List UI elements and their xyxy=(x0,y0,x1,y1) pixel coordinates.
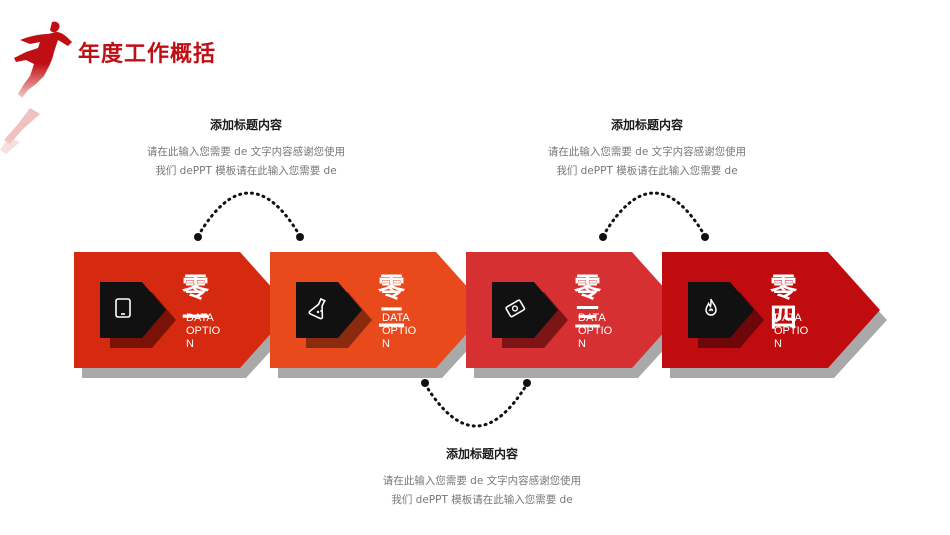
step-label: DATA OPTION xyxy=(578,312,613,350)
step-3: 零三 DATA OPTION xyxy=(466,252,691,378)
step-4: 零四 DATA OPTION xyxy=(662,252,887,378)
text-block-line: 请在此输入您需要 de 文字内容感谢您使用 xyxy=(382,475,582,487)
text-block-title: 添加标题内容 xyxy=(610,118,683,132)
icon-tab xyxy=(100,282,176,348)
text-block-line: 请在此输入您需要 de 文字内容感谢您使用 xyxy=(146,146,346,158)
step-number: 零一 xyxy=(182,273,209,334)
step-1: 零一 DATA OPTION xyxy=(74,252,299,378)
money-icon xyxy=(505,299,526,318)
text-block-title: 添加标题内容 xyxy=(445,447,518,461)
text-block-top-left: 添加标题内容 请在此输入您需要 de 文字内容感谢您使用 我们 dePPT 模板… xyxy=(116,116,376,181)
tablet-icon xyxy=(115,298,131,318)
step-number: 零二 xyxy=(378,273,405,334)
text-block-top-right: 添加标题内容 请在此输入您需要 de 文字内容感谢您使用 我们 dePPT 模板… xyxy=(517,116,777,181)
step-number: 零四 xyxy=(770,273,797,334)
text-block-line: 我们 dePPT 模板请在此输入您需要 de xyxy=(391,494,573,506)
text-block-title: 添加标题内容 xyxy=(209,118,282,132)
step-label: DATA OPTION xyxy=(186,312,221,350)
step-label: DATA OPTION xyxy=(774,312,809,350)
step-2: 零二 DATA OPTION xyxy=(270,252,495,378)
text-block-line: 请在此输入您需要 de 文字内容感谢您使用 xyxy=(547,146,747,158)
icon-tab xyxy=(296,282,372,348)
step-label: DATA OPTION xyxy=(382,312,417,350)
runner-logo-icon xyxy=(0,21,72,154)
text-block-line: 我们 dePPT 模板请在此输入您需要 de xyxy=(155,165,337,177)
icon-tab xyxy=(492,282,568,348)
text-block-bottom: 添加标题内容 请在此输入您需要 de 文字内容感谢您使用 我们 dePPT 模板… xyxy=(352,445,612,510)
flask-icon xyxy=(308,297,326,320)
text-block-line: 我们 dePPT 模板请在此输入您需要 de xyxy=(556,165,738,177)
step-number: 零三 xyxy=(574,273,601,334)
fire-icon xyxy=(705,298,717,316)
slide-title: 年度工作概括 xyxy=(78,42,217,67)
